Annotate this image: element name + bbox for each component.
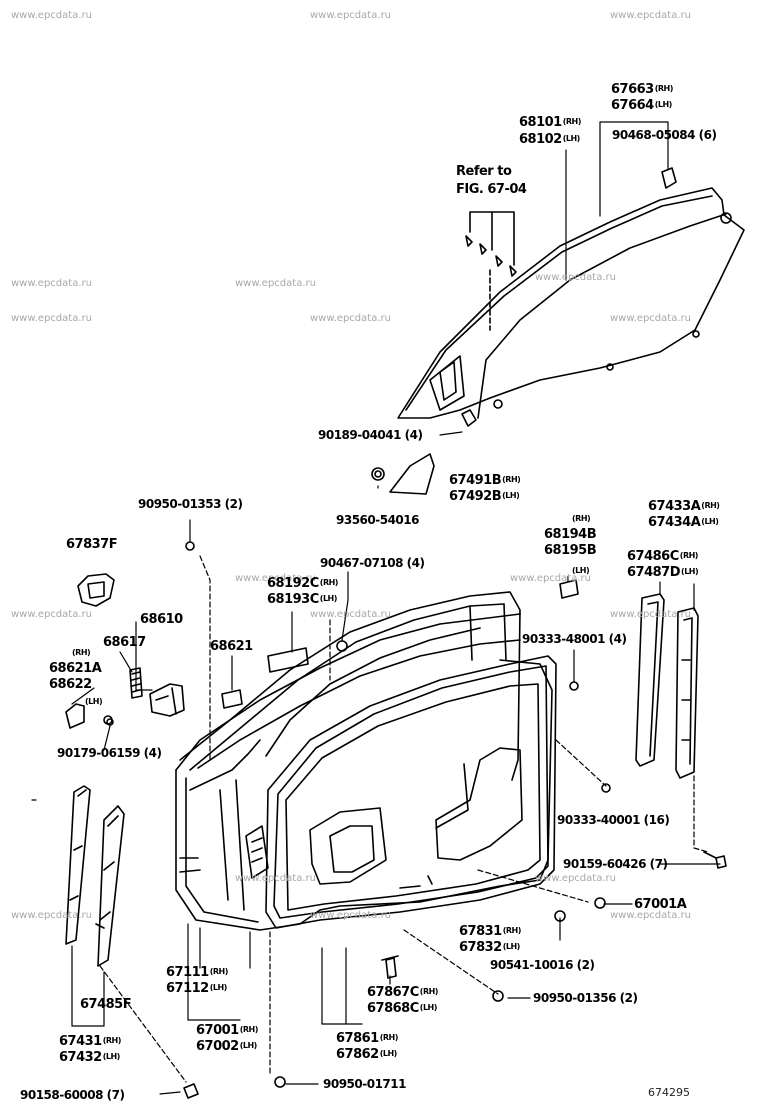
watermark: www.epcdata.ru bbox=[610, 609, 691, 620]
watermark: www.epcdata.ru bbox=[235, 278, 316, 289]
part-label-67868c: 67868C(LH) bbox=[367, 1001, 437, 1016]
part-label-68622: 68622 bbox=[49, 677, 92, 692]
part-label-67491: 67491B(RH) bbox=[449, 473, 521, 488]
part-label-90950-01356: 90950-01356 (2) bbox=[533, 991, 638, 1005]
hinge-68621a bbox=[65, 703, 85, 729]
figure-number: 674295 bbox=[648, 1086, 690, 1099]
watermark: www.epcdata.ru bbox=[310, 10, 391, 21]
part-label-68621a-rh: (RH) bbox=[72, 648, 91, 657]
part-label-67487d: 67487D(LH) bbox=[627, 565, 699, 580]
check-68610 bbox=[149, 683, 185, 717]
part-label-90333-40001: 90333-40001 (16) bbox=[557, 813, 670, 827]
part-label-67837f: 67837F bbox=[66, 537, 118, 552]
part-label-67111: 67111(RH) bbox=[166, 965, 228, 980]
part-label-90468: 90468-05084 (6) bbox=[612, 128, 717, 142]
part-label-67001: 67001(RH) bbox=[196, 1023, 258, 1038]
watermark: www.epcdata.ru bbox=[11, 609, 92, 620]
quarter-glass bbox=[389, 453, 435, 495]
part-label-68195b-lh: (LH) bbox=[572, 566, 590, 575]
refer-leaders bbox=[465, 211, 517, 331]
small-parts bbox=[65, 541, 727, 1099]
watermark: www.epcdata.ru bbox=[235, 573, 316, 584]
watermark: www.epcdata.ru bbox=[610, 313, 691, 324]
grommet-93560 bbox=[371, 467, 385, 481]
part-label-68193c: 68193C(LH) bbox=[267, 592, 337, 607]
part-label-68192c: 68192C(RH) bbox=[267, 576, 338, 591]
spring-68617 bbox=[129, 667, 143, 699]
refer-note-line2: FIG. 67-04 bbox=[456, 182, 527, 197]
part-label-90179: 90179-06159 (4) bbox=[57, 746, 162, 760]
part-label-67112: 67112(LH) bbox=[166, 981, 227, 996]
part-label-67861: 67861(RH) bbox=[336, 1031, 398, 1046]
part-label-90467: 90467-07108 (4) bbox=[320, 556, 425, 570]
part-label-68621: 68621 bbox=[210, 639, 253, 654]
watermark: www.epcdata.ru bbox=[610, 910, 691, 921]
stripe-67431 bbox=[65, 785, 91, 945]
watermark: www.epcdata.ru bbox=[310, 910, 391, 921]
part-label-67434a: 67434A(LH) bbox=[648, 515, 719, 530]
part-label-90159: 90159-60426 (7) bbox=[563, 857, 668, 871]
watermark: www.epcdata.ru bbox=[535, 272, 616, 283]
watermark: www.epcdata.ru bbox=[535, 873, 616, 884]
part-label-90950-01711: 90950-01711 bbox=[323, 1077, 406, 1091]
part-label-67831: 67831(RH) bbox=[459, 924, 521, 939]
part-label-68101: 68101(RH) bbox=[519, 115, 581, 130]
part-label-67663: 67663(RH) bbox=[611, 82, 673, 97]
part-label-90950-01353: 90950-01353 (2) bbox=[138, 497, 243, 511]
part-label-67867c: 67867C(RH) bbox=[367, 985, 438, 1000]
door-shell bbox=[175, 613, 553, 931]
part-label-67492: 67492B(LH) bbox=[449, 489, 520, 504]
part-label-67002: 67002(LH) bbox=[196, 1039, 257, 1054]
part-label-68194b-rh: (RH) bbox=[572, 514, 591, 523]
part-label-68622-lh: (LH) bbox=[85, 697, 103, 706]
part-label-68102: 68102(LH) bbox=[519, 132, 580, 147]
part-label-68195b: 68195B bbox=[544, 543, 597, 558]
part-label-67001a: 67001A bbox=[634, 897, 687, 912]
watermark: www.epcdata.ru bbox=[310, 609, 391, 620]
watermark: www.epcdata.ru bbox=[11, 278, 92, 289]
part-label-67432: 67432(LH) bbox=[59, 1050, 120, 1065]
part-label-67431: 67431(RH) bbox=[59, 1034, 121, 1049]
watermark: www.epcdata.ru bbox=[11, 910, 92, 921]
part-label-68610: 68610 bbox=[140, 612, 183, 627]
stripe-right bbox=[635, 593, 699, 779]
part-label-67486c: 67486C(RH) bbox=[627, 549, 698, 564]
watermark: www.epcdata.ru bbox=[11, 313, 92, 324]
watermark: www.epcdata.ru bbox=[310, 313, 391, 324]
leader-lines bbox=[31, 121, 721, 1095]
part-67837f bbox=[77, 573, 115, 607]
window-glass bbox=[397, 167, 745, 427]
part-label-67664: 67664(LH) bbox=[611, 98, 672, 113]
part-label-68621a: 68621A bbox=[49, 661, 102, 676]
watermark: www.epcdata.ru bbox=[610, 10, 691, 21]
stripe-67485f bbox=[95, 805, 125, 967]
part-label-67832: 67832(LH) bbox=[459, 940, 520, 955]
weatherstrip bbox=[265, 655, 557, 929]
inner-panel bbox=[245, 747, 523, 889]
watermark: www.epcdata.ru bbox=[510, 573, 591, 584]
part-label-90189: 90189-04041 (4) bbox=[318, 428, 423, 442]
part-label-67433a: 67433A(RH) bbox=[648, 499, 720, 514]
refer-note-line1: Refer to bbox=[456, 164, 512, 179]
pad-68194b bbox=[559, 579, 579, 599]
part-label-68194b: 68194B bbox=[544, 527, 597, 542]
part-label-90333-48001: 90333-48001 (4) bbox=[522, 632, 627, 646]
pad-68192c bbox=[267, 647, 309, 673]
watermark: www.epcdata.ru bbox=[235, 873, 316, 884]
part-label-67862: 67862(LH) bbox=[336, 1047, 397, 1062]
part-label-90541: 90541-10016 (2) bbox=[490, 958, 595, 972]
part-label-68617: 68617 bbox=[103, 635, 146, 650]
watermark: www.epcdata.ru bbox=[11, 10, 92, 21]
part-label-67485f: 67485F bbox=[80, 997, 132, 1012]
pad-68621 bbox=[221, 689, 243, 709]
part-label-93560: 93560-54016 bbox=[336, 513, 419, 527]
part-label-90158: 90158-60008 (7) bbox=[20, 1088, 125, 1102]
